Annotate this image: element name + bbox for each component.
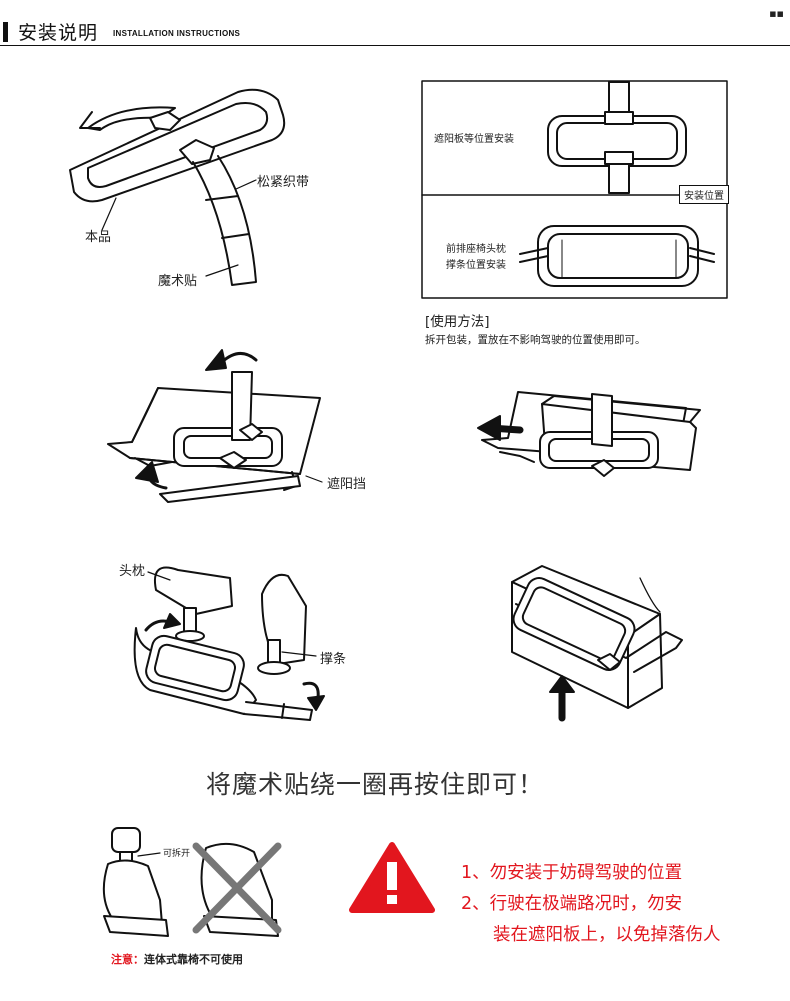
- label-visor-install: 遮阳板等位置安装: [434, 134, 514, 145]
- warning-line-1: 1、勿安装于妨碍驾驶的位置: [461, 863, 683, 883]
- positions-box: [421, 80, 728, 299]
- label-visor: 遮阳挡: [327, 477, 367, 492]
- warning-line-3: 装在遮阳板上，以免掉落伤人: [493, 925, 721, 945]
- label-product: 本品: [85, 230, 112, 245]
- note-key: 注意：: [111, 953, 144, 966]
- label-headrest-install-2: 撑条位置安装: [446, 260, 506, 271]
- label-strap: 松紧织带: [257, 175, 310, 190]
- warning-line-2: 2、行驶在极端路况时，勿安: [461, 894, 683, 914]
- headrest-diagram: [133, 566, 325, 721]
- label-headrest: 头枕: [119, 564, 146, 579]
- visor-diagram: [107, 349, 323, 503]
- main-instruction: 将魔术贴绕一圈再按住即可！: [206, 770, 545, 799]
- header-divider: [0, 45, 790, 46]
- warning-triangle-icon: [349, 842, 435, 913]
- hanging-box-diagram: [511, 565, 683, 722]
- label-removable: 可拆开: [163, 849, 191, 859]
- seat-allowed: [102, 827, 169, 937]
- usage-text: 拆开包装，置放在不影响驾驶的位置使用即可。: [425, 334, 646, 346]
- label-headrest-install-1: 前排座椅头枕: [446, 244, 506, 255]
- seat-forbidden: [192, 842, 282, 937]
- label-velcro: 魔术贴: [158, 274, 198, 289]
- page-subtitle: INSTALLATION INSTRUCTIONS: [113, 29, 241, 38]
- usage-title: [使用方法]: [425, 314, 490, 330]
- header-bar: [3, 22, 8, 42]
- page-title: 安装说明: [18, 22, 99, 44]
- corner-mark: ▪▪: [769, 7, 784, 20]
- label-install-position: 安装位置: [679, 185, 729, 204]
- note: 注意：连体式靠椅不可使用: [111, 951, 243, 967]
- product-diagram: [69, 88, 286, 286]
- note-text: 连体式靠椅不可使用: [144, 953, 243, 966]
- label-post: 撑条: [320, 652, 347, 667]
- visor-box-diagram: [477, 391, 701, 477]
